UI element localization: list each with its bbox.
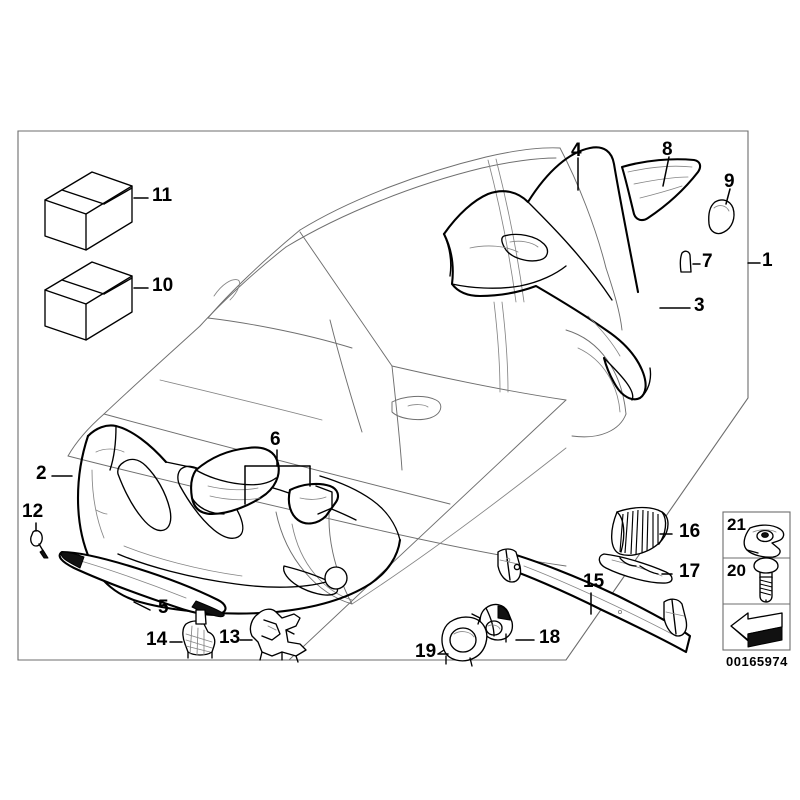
part-5-front-spoiler-lip xyxy=(58,550,227,618)
part-12-clip-pin xyxy=(30,529,49,559)
callout-6[interactable]: 6 xyxy=(270,429,281,450)
callout-14[interactable]: 14 xyxy=(146,629,168,650)
diagram-number: 00165974 xyxy=(726,654,788,669)
rear-bumper-assembly xyxy=(442,146,652,401)
part-16-kidney-grille xyxy=(611,506,669,556)
part-13-mounting-bracket xyxy=(249,608,307,663)
callout-10[interactable]: 10 xyxy=(152,275,174,296)
part-11-paint-set-box xyxy=(44,171,133,251)
part-9-rear-end-cap xyxy=(708,199,735,235)
callout-18[interactable]: 18 xyxy=(539,627,561,648)
leader-lines xyxy=(35,156,761,655)
callout-19[interactable]: 19 xyxy=(415,641,437,662)
detail-box xyxy=(722,511,791,651)
part-18-fog-lamp xyxy=(479,603,514,645)
part-2-front-bumper xyxy=(76,424,402,615)
callout-15[interactable]: 15 xyxy=(583,571,605,592)
callout-1[interactable]: 1 xyxy=(762,250,773,271)
callout-7[interactable]: 7 xyxy=(702,251,713,272)
part-8-rear-diffuser-trim xyxy=(620,158,702,222)
callout-13[interactable]: 13 xyxy=(219,627,241,648)
callout-17[interactable]: 17 xyxy=(679,561,701,582)
part-17-grille-trim-strip xyxy=(598,553,673,584)
diagram-frame xyxy=(17,130,749,661)
callout-8[interactable]: 8 xyxy=(662,139,673,160)
callout-4[interactable]: 4 xyxy=(571,140,582,161)
part-7-rear-trim-wedge xyxy=(679,250,692,273)
detail-cell-label-20[interactable]: 20 xyxy=(727,561,746,580)
callout-5[interactable]: 5 xyxy=(158,597,169,618)
callout-9[interactable]: 9 xyxy=(724,171,735,192)
part-6-front-splitter-set xyxy=(190,446,340,525)
callout-16[interactable]: 16 xyxy=(679,521,701,542)
part-19-fog-lamp-housing xyxy=(437,613,488,667)
direction-arrow-symbol xyxy=(730,612,783,648)
part-10-paint-set-box xyxy=(44,261,133,341)
part-20-self-tapping-screw xyxy=(753,557,779,603)
callout-12[interactable]: 12 xyxy=(22,501,44,522)
detail-cell-label-21[interactable]: 21 xyxy=(727,515,746,534)
callout-3[interactable]: 3 xyxy=(694,295,705,316)
callout-11[interactable]: 11 xyxy=(152,185,173,206)
part-21-spring-nut-clip xyxy=(743,524,785,558)
callout-2[interactable]: 2 xyxy=(36,463,47,484)
part-15-front-impact-bar xyxy=(497,548,692,654)
part-14-air-duct-grid xyxy=(182,609,216,659)
